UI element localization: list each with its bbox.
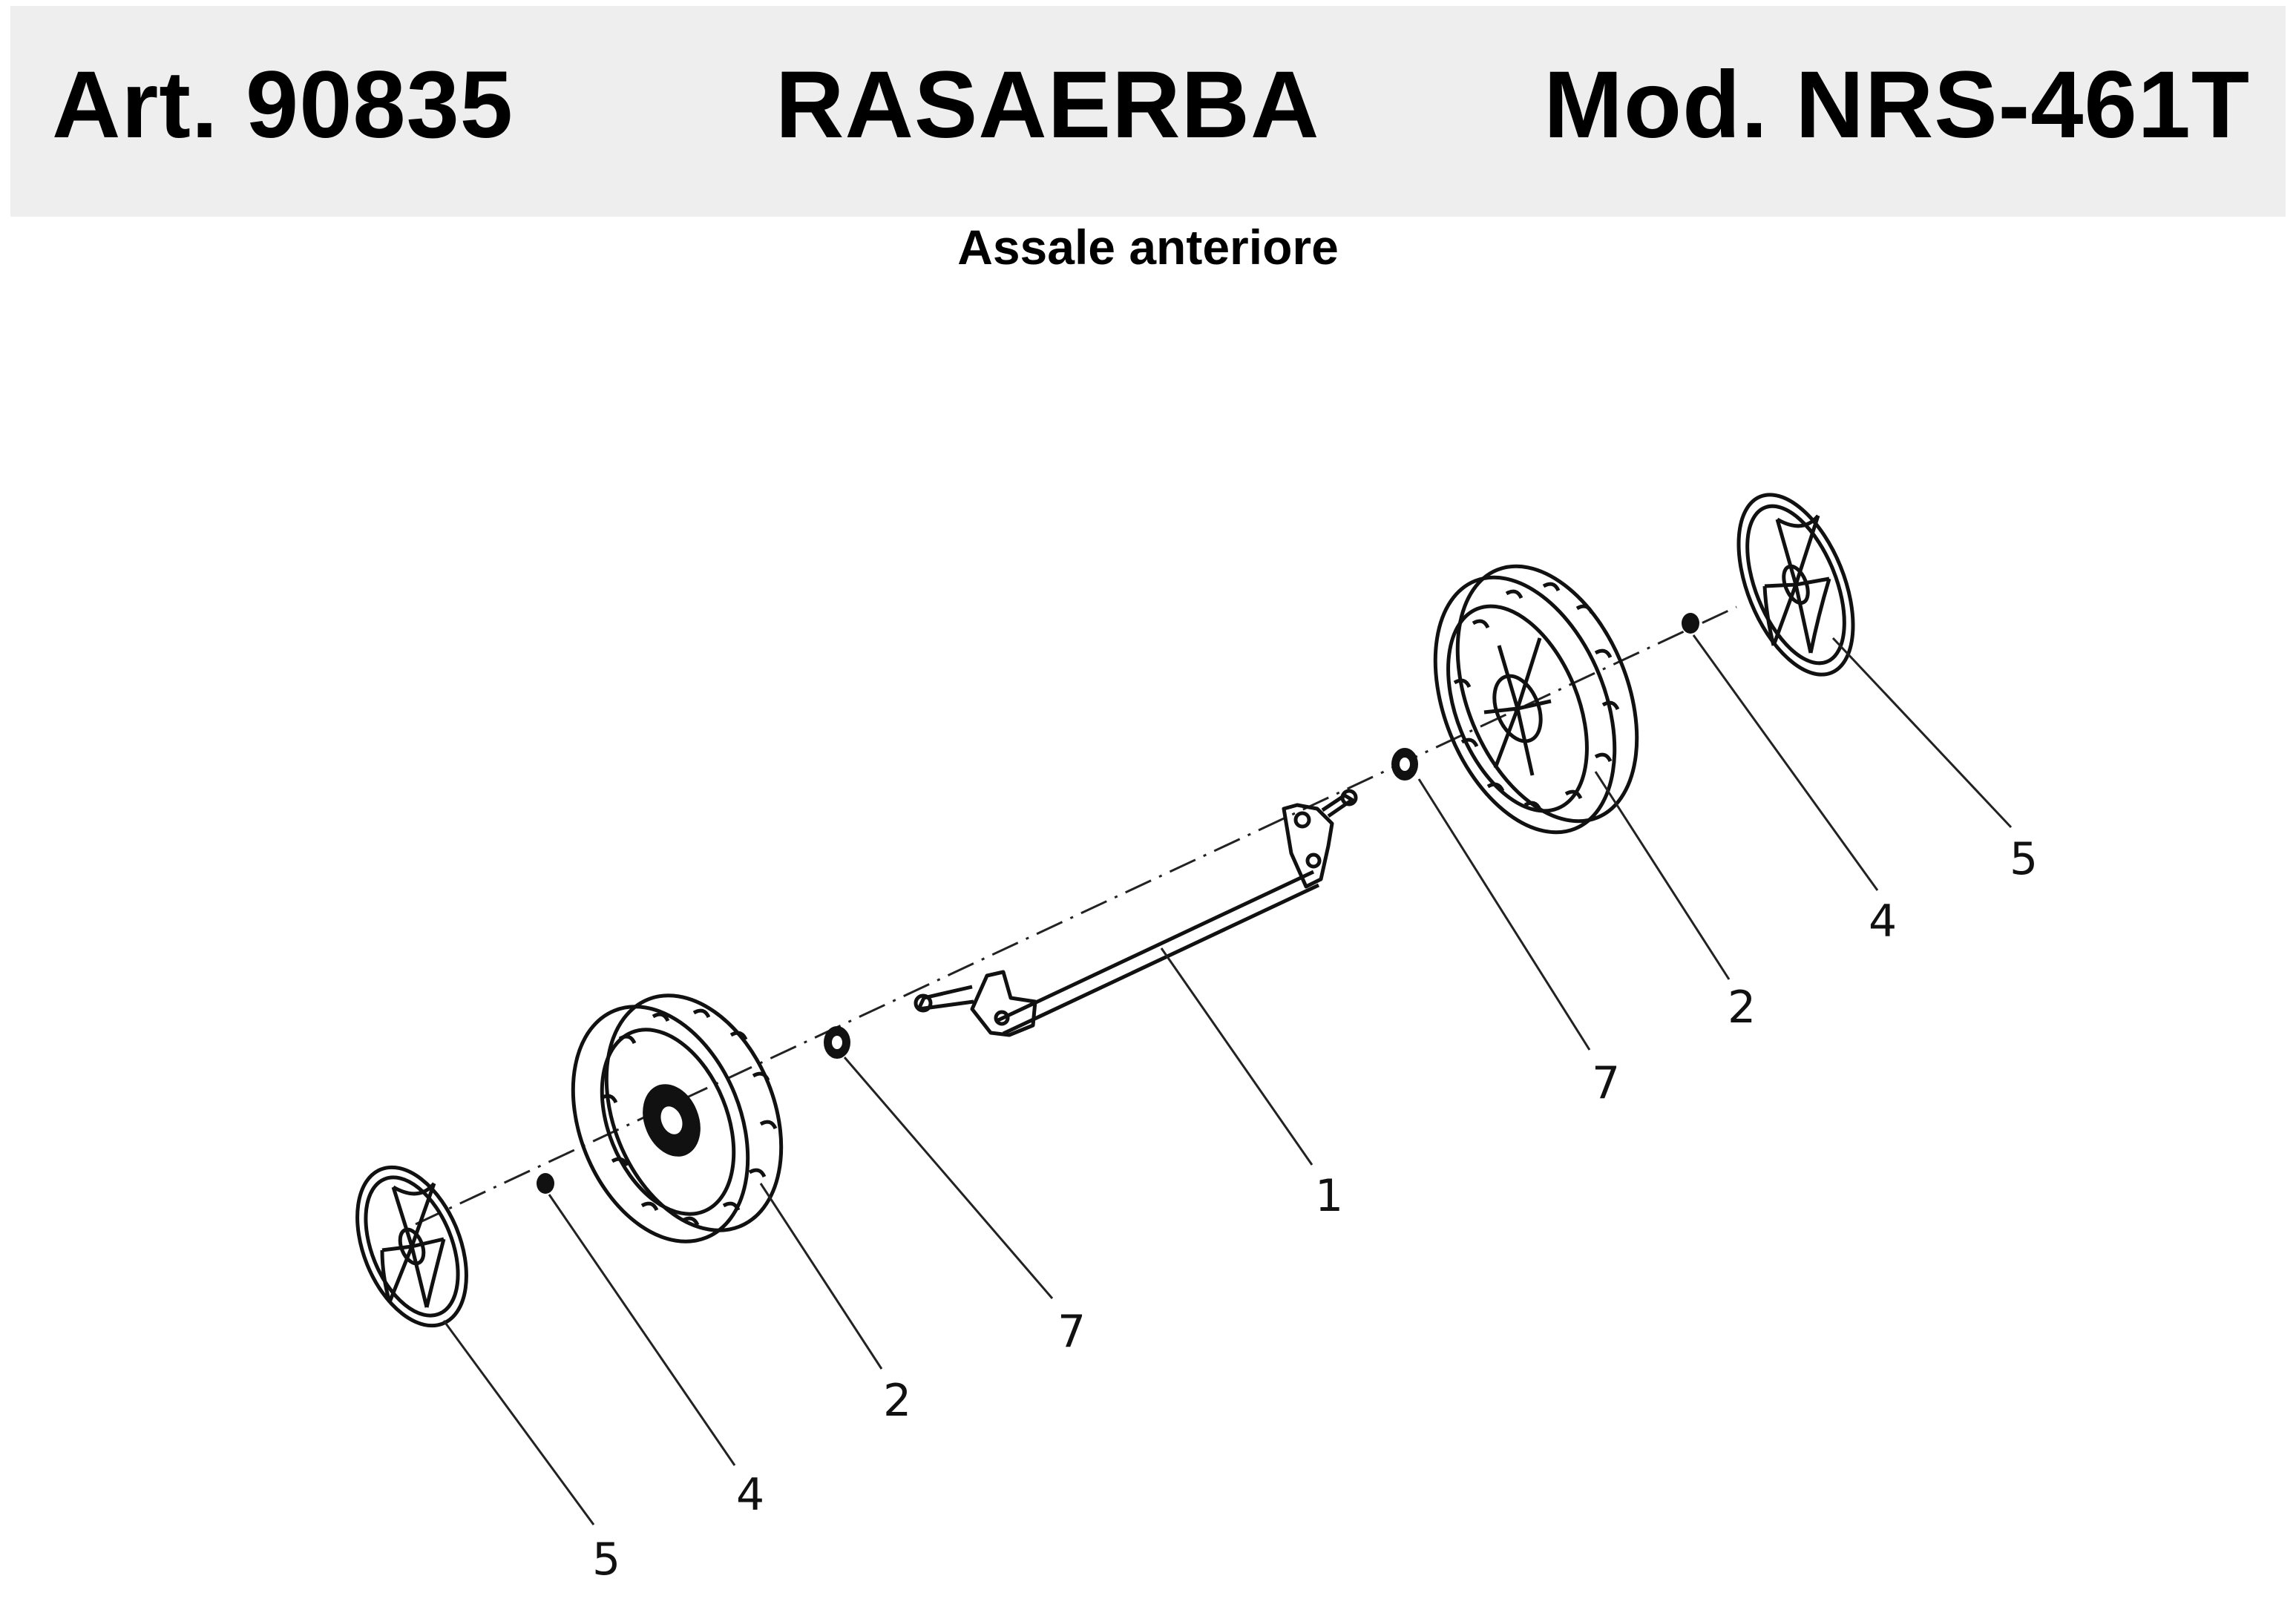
- washer-left: [537, 1173, 554, 1194]
- hubcap-right: [1736, 493, 1855, 677]
- leader-lines: [442, 634, 2013, 1525]
- callout-hubcap-left: 5: [592, 1534, 620, 1586]
- section-title: Assale anteriore: [957, 220, 1339, 275]
- callout-axle: 1: [1315, 1170, 1343, 1222]
- bushing-left: [824, 1026, 850, 1059]
- callout-wheel-left: 2: [883, 1375, 911, 1427]
- header-band: [10, 6, 2286, 217]
- callout-bushing-left: 7: [1057, 1306, 1086, 1358]
- callout-washer-right: 4: [1869, 896, 1897, 947]
- callout-wheel-right: 2: [1728, 982, 1756, 1034]
- wheel-right: [1433, 564, 1639, 835]
- hubcap-left: [355, 1165, 468, 1328]
- callout-washer-left: 4: [736, 1469, 764, 1521]
- callout-hubcap-right: 5: [2010, 833, 2038, 885]
- bushing-right: [1391, 748, 1418, 781]
- callout-bushing-right: 7: [1592, 1057, 1620, 1109]
- product-name: RASAERBA: [775, 52, 1320, 158]
- axle-part: [914, 789, 1358, 1037]
- article-number: Art. 90835: [52, 52, 514, 158]
- washer-right: [1682, 613, 1699, 634]
- wheel-left: [571, 993, 784, 1244]
- model-number: Mod. NRS-461T: [1544, 52, 2250, 158]
